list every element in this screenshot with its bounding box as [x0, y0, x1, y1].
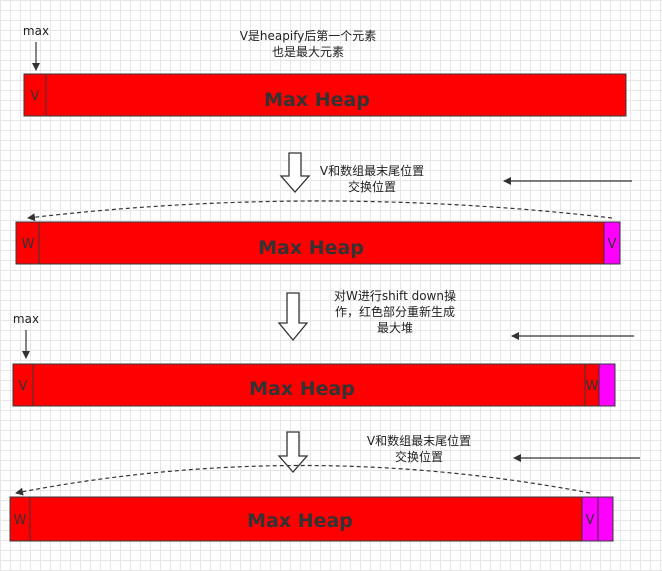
sorted-cell-2	[603, 221, 621, 265]
max-heap-bar-2	[15, 221, 605, 265]
note-swap2-line2: 交换位置	[395, 449, 443, 464]
heap-label-4: Max Heap	[247, 510, 353, 532]
sorted-cell-3	[598, 363, 616, 407]
sorted-cell-4b	[597, 496, 614, 542]
note-swap-line1: V和数组最末尾位置	[320, 163, 424, 178]
note-shift-line1: 对W进行shift down操	[334, 288, 456, 303]
note-swap-line2: 交换位置	[348, 179, 396, 194]
note-swap2-line1: V和数组最末尾位置	[367, 433, 471, 448]
max-heap-bar-1	[23, 73, 627, 117]
cell-v-2: V	[608, 237, 617, 252]
max-label-1: max	[23, 24, 49, 38]
swap-dashed-arrow-1	[27, 200, 613, 222]
note-heapify-first-line2: 也是最大元素	[272, 45, 344, 59]
cell-w-3: W	[586, 379, 599, 394]
cell-w-2: W	[22, 237, 35, 252]
note-heapify-first-line1: V是heapify后第一个元素	[240, 29, 377, 43]
down-arrow-icon-1	[279, 152, 311, 193]
max-label-2: max	[13, 312, 39, 326]
heap-label-3: Max Heap	[249, 378, 355, 400]
cell-v-1: V	[31, 89, 40, 104]
down-arrow-icon-3	[277, 431, 309, 473]
cell-v-4: V	[586, 513, 595, 528]
max-heap-bar-3	[12, 363, 600, 407]
swap-dashed-arrow-2	[15, 464, 591, 496]
heap-label-2: Max Heap	[258, 237, 364, 259]
note-shift-line2: 作，红色部分重新生成	[335, 304, 455, 319]
cell-w-4: W	[14, 513, 27, 528]
note-shift-line3: 最大堆	[377, 321, 413, 335]
cell-v-3: V	[19, 379, 28, 394]
heap-label-1: Max Heap	[264, 89, 370, 111]
down-arrow-icon-2	[277, 292, 309, 342]
